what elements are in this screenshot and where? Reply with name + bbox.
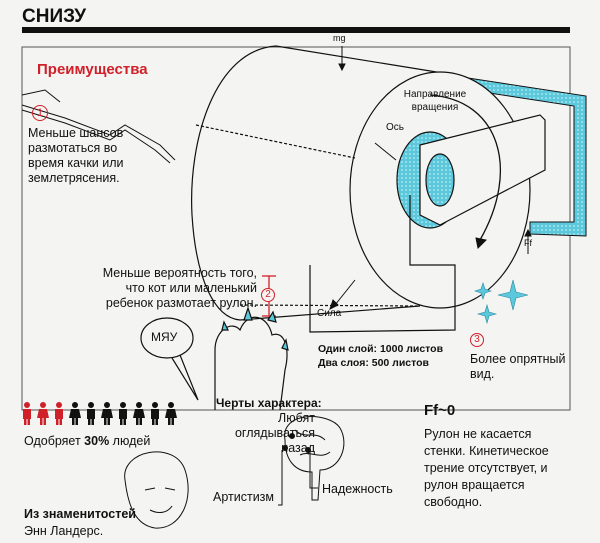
- person-icon: [20, 401, 34, 430]
- approval-percent: 30%: [84, 434, 110, 448]
- point-2-text: Меньше вероятность того, что кот или мал…: [102, 266, 257, 310]
- approval-suffix: людей: [109, 434, 151, 448]
- trait-artistry: Артистизм: [213, 490, 275, 504]
- celebrity-name: Энн Ландерс.: [24, 524, 104, 538]
- label-axis: Ось: [386, 122, 404, 133]
- person-icon: [116, 401, 130, 430]
- advantages-title: Преимущества: [37, 61, 148, 78]
- point-2-badge: 2: [261, 288, 275, 302]
- label-rotation-direction: Направление вращения: [403, 89, 467, 113]
- person-icon: [84, 401, 98, 430]
- sheets-info: Один слой: 1000 листов Два слоя: 500 лис…: [318, 343, 444, 369]
- person-icon: [52, 401, 66, 430]
- friction-formula: Ff~0: [424, 402, 456, 419]
- cat-paw: [140, 306, 289, 411]
- person-icon: [68, 401, 82, 430]
- person-icon: [164, 401, 178, 430]
- wall-plate: [453, 75, 587, 237]
- arrows: [329, 46, 532, 310]
- person-icon: [36, 401, 50, 430]
- point-3-badge: 3: [470, 333, 484, 347]
- page-title: СНИЗУ: [22, 6, 87, 27]
- point-1-badge: 1: [32, 105, 48, 121]
- header-rule: [22, 27, 570, 33]
- point-1-text: Меньше шансов размотаться во время качки…: [28, 126, 124, 185]
- friction-text: Рулон не касается стенки. Кинетическое т…: [424, 427, 549, 509]
- celebrity-title: Из знаменитостей: [24, 507, 136, 521]
- label-ff: Ff: [524, 238, 532, 248]
- point-3-text: Более опрятный вид.: [470, 352, 566, 381]
- traits-title: Черты характера:: [216, 396, 322, 410]
- trait-reliability: Надежность: [322, 482, 393, 496]
- holder: [309, 114, 546, 333]
- brain-drawing: [278, 416, 345, 506]
- approval-text: Одобряет 30% людей: [24, 434, 150, 449]
- trait-look-back: Любят оглядываться назад: [234, 411, 315, 455]
- sparkles: [474, 279, 529, 325]
- person-icon: [100, 401, 114, 430]
- celebrity-portrait: [124, 451, 189, 529]
- approval-prefix: Одобряет: [24, 434, 85, 448]
- crack-lines: [21, 89, 176, 164]
- meow-bubble-text: МЯУ: [151, 330, 178, 344]
- label-mg: mg: [333, 33, 346, 43]
- person-icon: [132, 401, 146, 430]
- person-icon: [148, 401, 162, 430]
- label-force: Сила: [317, 308, 342, 319]
- people-icons: [20, 401, 178, 430]
